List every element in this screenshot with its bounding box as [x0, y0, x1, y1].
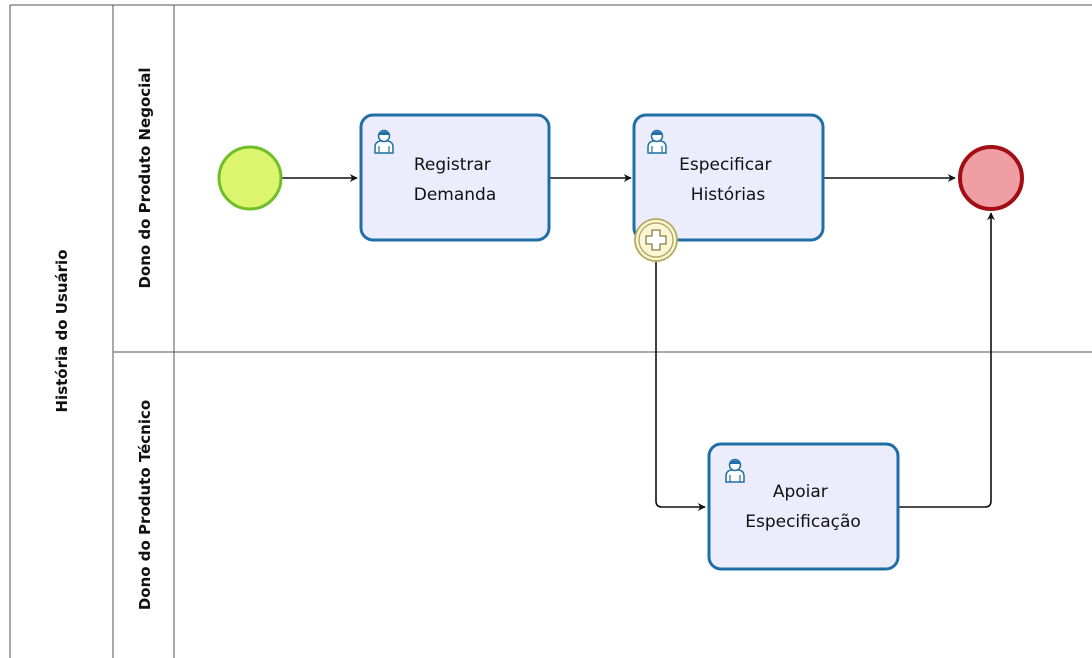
svg-text:Apoiar Especificação: Apoiar Especificação: [745, 482, 861, 532]
task-label-line1: Registrar: [414, 155, 491, 175]
lane-label-negocial: Dono do Produto Negocial: [136, 67, 154, 288]
lane-label-tecnico: Dono do Produto Técnico: [136, 400, 154, 610]
task-box: [707, 442, 900, 571]
parallel-plus-icon: [645, 229, 667, 251]
task-label-line2: Histórias: [691, 185, 766, 205]
pool-label: História do Usuário: [53, 249, 71, 412]
svg-text:Registrar Demanda: Registrar Demanda: [414, 155, 497, 205]
pool: História do Usuário Dono do Produto Nego…: [9, 4, 1092, 658]
task-apoiar-especificacao[interactable]: Apoiar Especificação: [707, 442, 900, 571]
task-especificar-historias[interactable]: Especificar Histórias: [632, 113, 825, 242]
boundary-inner-ring: [638, 222, 674, 258]
task-registrar-demanda[interactable]: Registrar Demanda: [359, 113, 551, 242]
task-label-line1: Especificar: [679, 155, 771, 175]
task-label-line1: Apoiar: [773, 482, 828, 502]
task-label-line2: Especificação: [745, 512, 861, 532]
flow-boundary-to-apoiar[interactable]: [655, 262, 706, 511]
svg-text:Especificar Histórias: Especificar Histórias: [679, 155, 777, 205]
task-box: [632, 113, 825, 242]
start-event[interactable]: [217, 145, 283, 211]
task-box: [359, 113, 551, 242]
flow-apoiar-to-end[interactable]: [898, 212, 995, 508]
boundary-event-parallel-multiple[interactable]: [634, 218, 678, 262]
end-event[interactable]: [958, 145, 1024, 211]
task-label-line2: Demanda: [414, 185, 497, 205]
sequence-flows: [282, 174, 995, 511]
